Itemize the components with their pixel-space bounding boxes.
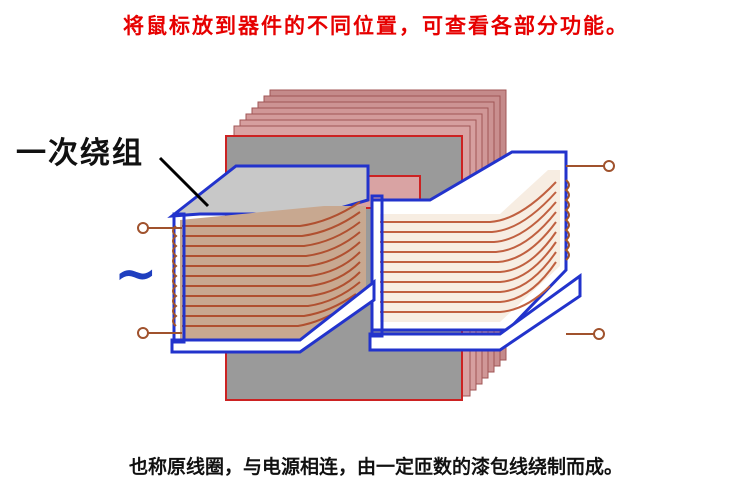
primary-winding-label: 一次绕组 (16, 136, 144, 171)
primary-winding[interactable] (167, 164, 376, 354)
terminal-circle (137, 327, 149, 339)
description-caption: 也称原线圈，与电源相连，由一定匝数的漆包线绕制而成。 (128, 456, 623, 478)
coil-turns-edge (172, 179, 570, 327)
terminal-circle (603, 160, 615, 172)
ac-source-symbol: ~ (114, 244, 158, 304)
terminal-circle (593, 328, 605, 340)
secondary-winding[interactable] (368, 150, 582, 352)
primary-terminals[interactable] (137, 222, 182, 339)
terminal-circle (137, 222, 149, 234)
instruction-text: 将鼠标放到器件的不同位置，可查看各部分功能。 (123, 13, 629, 38)
secondary-terminals[interactable] (566, 160, 615, 340)
leader-line (158, 156, 210, 208)
